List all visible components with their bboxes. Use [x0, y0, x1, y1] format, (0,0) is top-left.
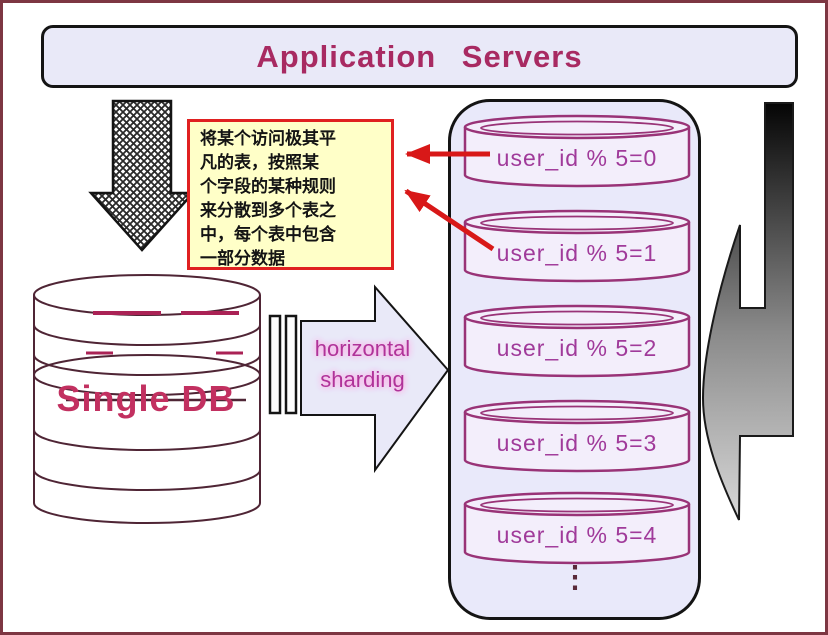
single-db-cylinder	[33, 274, 261, 524]
gradient-down-arrow-icon	[701, 102, 794, 521]
down-arrow-icon	[88, 99, 196, 252]
application-servers-label: Application Servers	[256, 38, 583, 74]
shard-cylinder-4: user_id % 5=4	[461, 490, 693, 570]
shard-label: user_id % 5=4	[496, 522, 658, 548]
database-cylinder-icon	[463, 304, 691, 378]
shard-cylinder-2: user_id % 5=2	[461, 303, 693, 383]
database-cylinder-icon	[463, 209, 691, 283]
horizontal-sharding-arrow	[268, 284, 450, 474]
more-shards-ellipsis: ⋮	[560, 561, 590, 594]
shard-label: user_id % 5=2	[496, 335, 658, 361]
database-cylinder-icon	[463, 114, 691, 188]
shard-cylinder-3: user_id % 5=3	[461, 398, 693, 478]
sharding-note: 将某个访问极其平 凡的表，按照某 个字段的某种规则 来分散到多个表之 中，每个表…	[187, 119, 394, 270]
database-cylinder-icon	[463, 399, 691, 473]
shard-cylinder-1: user_id % 5=1	[461, 208, 693, 288]
shard-cylinder-0: user_id % 5=0	[461, 113, 693, 193]
single-db-label: Single DB	[56, 378, 236, 419]
shard-label: user_id % 5=1	[496, 240, 658, 266]
application-servers-box: Application Servers	[41, 25, 798, 88]
shard-label: user_id % 5=3	[496, 430, 658, 456]
horizontal-sharding-label: horizontal sharding	[314, 336, 411, 392]
database-cylinder-icon	[463, 491, 691, 565]
shard-label: user_id % 5=0	[496, 145, 658, 171]
